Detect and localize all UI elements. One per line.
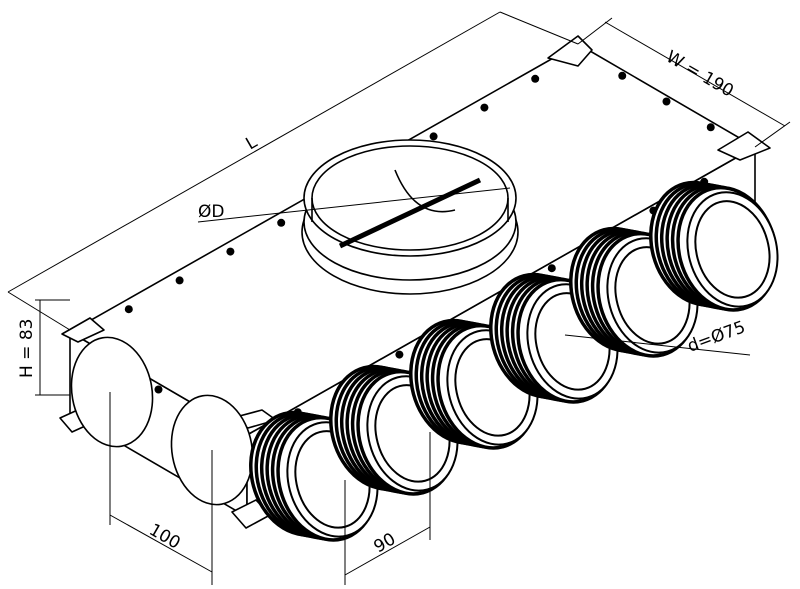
- inlet-collar: [301, 139, 519, 295]
- inlet-diameter-label: ØD: [198, 202, 224, 222]
- blank-cap: [70, 336, 154, 448]
- height-label: H = 83: [17, 319, 37, 378]
- rivet: [395, 350, 404, 359]
- dimension-lines: [7, 11, 791, 585]
- mount-tab: [61, 317, 105, 343]
- spacing-100-label: 100: [146, 520, 184, 554]
- outlets: [249, 180, 779, 542]
- outlet-spigot: [649, 180, 779, 312]
- rivet: [706, 123, 715, 132]
- mount-tab: [547, 35, 593, 67]
- rivet: [480, 103, 489, 112]
- rivet: [226, 247, 235, 256]
- mount-tab: [717, 131, 771, 161]
- rivet: [618, 71, 627, 80]
- rivet: [154, 385, 163, 394]
- spacing-90-label: 90: [371, 529, 400, 557]
- rivet: [662, 97, 671, 106]
- rivet: [124, 305, 133, 314]
- rivet: [547, 264, 556, 273]
- width-label: W = 190: [663, 47, 737, 101]
- rivet: [277, 218, 286, 227]
- length-label: L: [243, 132, 262, 154]
- rivet: [531, 74, 540, 83]
- rivet: [175, 276, 184, 285]
- rivet: [429, 132, 438, 141]
